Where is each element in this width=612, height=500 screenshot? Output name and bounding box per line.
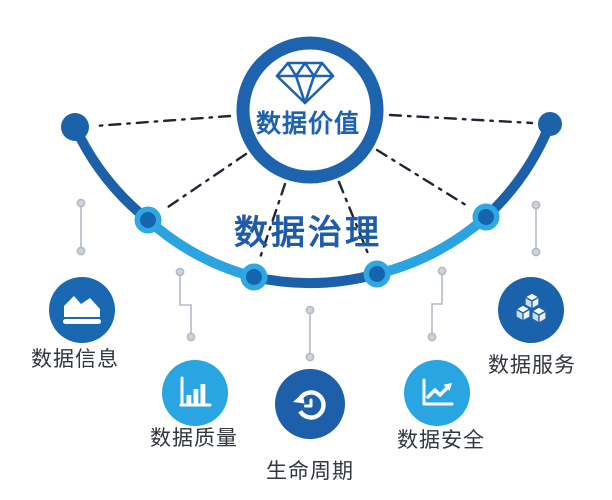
dash-ray-right — [388, 113, 534, 125]
node-label-life-cycle: 生命周期 — [266, 460, 354, 483]
dash-ray-node4 — [375, 148, 471, 209]
node-label-data-quality: 数据质量 — [150, 427, 238, 450]
node-data-security — [404, 360, 470, 426]
arc-end-dot-left — [61, 113, 89, 141]
dash-ray-node1 — [163, 152, 248, 211]
connector-line-data-security — [431, 271, 443, 337]
arc-segment-3 — [249, 269, 382, 288]
node-label-data-info: 数据信息 — [31, 348, 119, 371]
node-label-data-security: 数据安全 — [397, 429, 485, 452]
arc-node-inner — [246, 269, 262, 285]
connector-dot — [531, 247, 541, 257]
arc-end-dot-right — [538, 112, 562, 136]
connector-dot — [305, 305, 315, 315]
arc-nodes — [134, 203, 500, 291]
connector-dot — [76, 246, 86, 256]
node-label-data-service: 数据服务 — [488, 354, 576, 377]
history-icon — [293, 390, 326, 420]
arc-node-inner — [369, 266, 385, 282]
cubes-icon — [515, 292, 547, 324]
node-life-cycle — [275, 369, 345, 439]
bar-chart-icon — [179, 376, 212, 407]
node-data-info — [49, 277, 115, 343]
connector-dot — [305, 352, 315, 362]
diamond-icon — [275, 61, 335, 105]
connector-dot — [76, 198, 86, 208]
arc-node-inner — [478, 209, 494, 225]
trend-chart-icon — [422, 378, 454, 406]
connector-dot — [437, 266, 447, 276]
hub-label: 数据价值 — [255, 110, 361, 138]
stem-connectors — [76, 198, 541, 362]
page-title: 数据治理 — [234, 214, 382, 252]
connector-dot — [186, 332, 196, 342]
area-chart-icon — [63, 296, 101, 324]
dash-ray-node2 — [258, 182, 287, 260]
node-circle — [498, 277, 564, 343]
dash-ray-node3 — [337, 180, 371, 258]
connector-dot — [175, 267, 185, 277]
arc-segment-1 — [70, 122, 153, 225]
dash-rays — [93, 113, 534, 260]
node-data-quality — [162, 360, 228, 426]
connector-dot — [531, 200, 541, 210]
connector-dot — [427, 332, 437, 342]
dash-ray-left — [93, 114, 232, 128]
node-data-service — [498, 277, 564, 343]
connector-line-data-quality — [179, 272, 192, 337]
arc-segment-4 — [372, 212, 491, 279]
arc-node-inner — [140, 212, 156, 228]
arc-segment-5 — [481, 119, 555, 222]
